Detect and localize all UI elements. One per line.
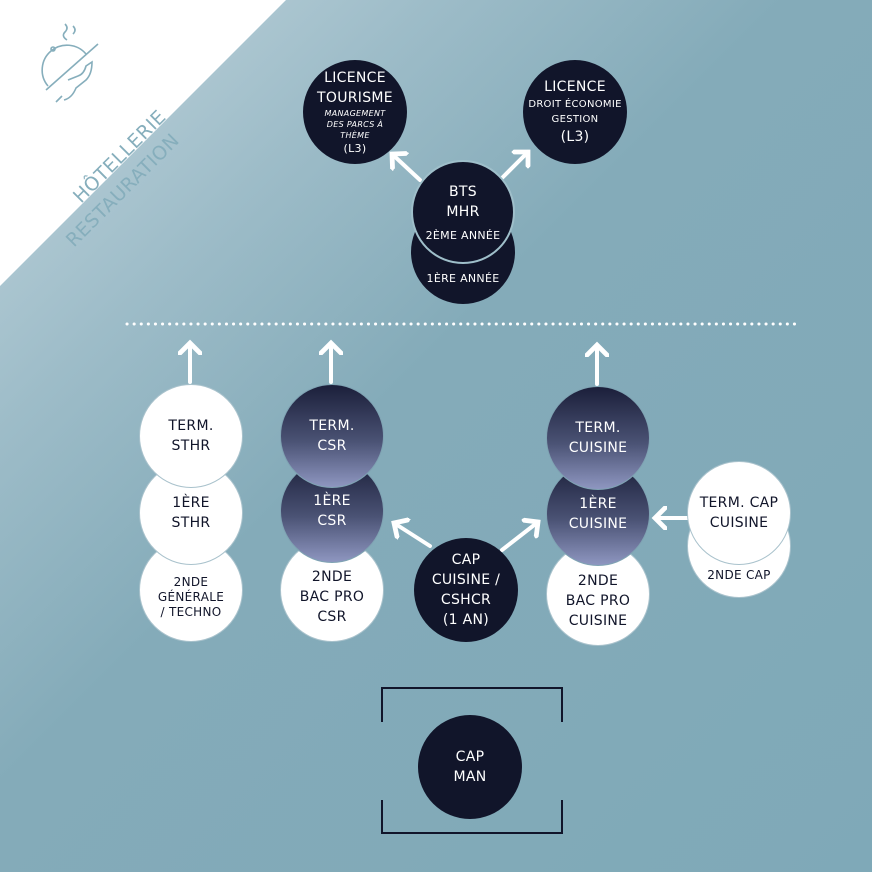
- label: 1ÈRE: [579, 496, 617, 512]
- licence-tourisme-node: LICENCE TOURISME MANAGEMENT DES PARCS À …: [303, 60, 407, 164]
- label: 1ÈRE: [172, 495, 210, 511]
- cap-term-node: TERM. CAP CUISINE: [687, 461, 791, 565]
- label: DROIT ÉCONOMIE: [528, 99, 622, 110]
- label: CUISINE: [568, 613, 628, 629]
- label: 2NDE: [173, 574, 209, 589]
- label: GÉNÉRALE: [157, 589, 225, 604]
- label: (1 AN): [442, 612, 490, 628]
- arrow-cap-to-cuisine: [500, 522, 538, 552]
- label: TERM.: [309, 418, 355, 434]
- label: TERM. CAP: [699, 495, 779, 511]
- label: TERM.: [168, 418, 214, 434]
- label: 2NDE: [577, 573, 619, 589]
- label: 2NDE CAP: [707, 568, 771, 582]
- cap-man-node: CAP MAN: [418, 715, 522, 819]
- label: 1ÈRE: [313, 493, 351, 509]
- label: BTS: [449, 183, 477, 200]
- label: CAP: [455, 749, 485, 765]
- label: DES PARCS À: [326, 120, 384, 129]
- label: MHR: [446, 203, 480, 220]
- label: CUISINE /: [431, 572, 501, 588]
- sthr-term-node: TERM. STHR: [139, 384, 243, 488]
- label: CSR: [317, 513, 347, 529]
- label: CSR: [317, 438, 347, 454]
- label: MAN: [453, 769, 487, 785]
- label: (L3): [343, 142, 367, 155]
- label: GESTION: [551, 114, 599, 125]
- label: LICENCE: [324, 70, 386, 86]
- label: STHR: [171, 438, 211, 454]
- cuisine-term-node: TERM. CUISINE: [546, 386, 650, 490]
- label: STHR: [171, 515, 211, 531]
- label: BAC PRO: [565, 593, 631, 609]
- label: MANAGEMENT: [324, 109, 386, 118]
- label: (L3): [560, 129, 590, 145]
- label: BAC PRO: [299, 589, 365, 605]
- label: CSHCR: [440, 592, 492, 608]
- arrow-cap-to-csr: [394, 523, 432, 548]
- cloche-hand-icon: [41, 23, 99, 103]
- label: CUISINE: [709, 515, 769, 531]
- label: 2NDE: [311, 569, 353, 585]
- label: / TECHNO: [160, 604, 222, 619]
- label: CAP: [451, 552, 481, 568]
- label: 1ÈRE ANNÉE: [426, 272, 500, 285]
- label: THÈME: [340, 131, 370, 140]
- csr-2nde-node: 2NDE BAC PRO CSR: [280, 538, 384, 642]
- cap-cuisine-cshcr-node: CAP CUISINE / CSHCR (1 AN): [414, 538, 518, 642]
- label: CUISINE: [568, 516, 628, 532]
- licence-droit-node: LICENCE DROIT ÉCONOMIE GESTION (L3): [523, 60, 627, 164]
- label: LICENCE: [544, 79, 606, 95]
- bts-year2-node: BTS MHR 2ÈME ANNÉE: [411, 160, 515, 264]
- label: 2ÈME ANNÉE: [425, 228, 501, 242]
- csr-term-node: TERM. CSR: [280, 384, 384, 488]
- sthr-1ere-node: 1ÈRE STHR: [139, 461, 243, 565]
- label: TOURISME: [317, 90, 393, 106]
- label: TERM.: [575, 420, 621, 436]
- arrow-bts-to-licence-tourisme: [392, 154, 422, 182]
- label: CSR: [317, 609, 347, 625]
- arrow-bts-to-licence-droit: [500, 152, 528, 180]
- label: CUISINE: [568, 440, 628, 456]
